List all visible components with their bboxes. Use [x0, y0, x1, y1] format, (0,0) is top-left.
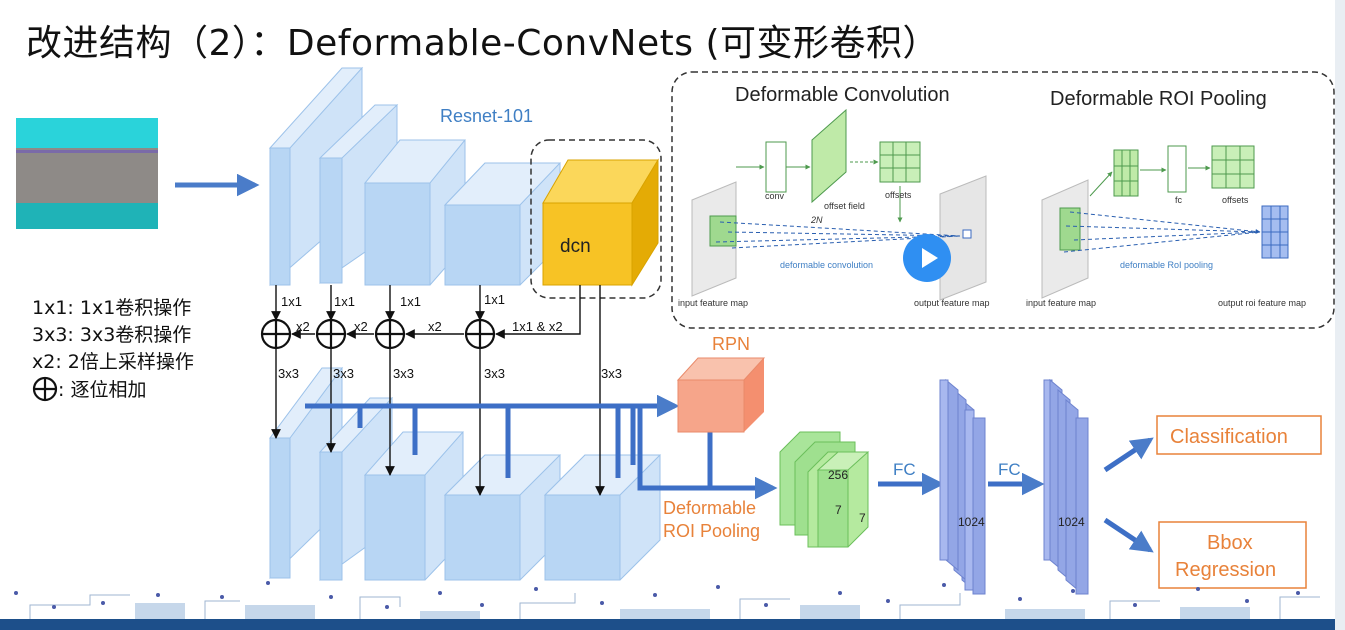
roi-channels: 256	[828, 468, 848, 482]
deformable-roi-pool-figure	[1041, 145, 1289, 299]
lateral-label-2: 1x1	[334, 294, 355, 309]
slide-title: 改进结构（2）：Deformable-ConvNets (可变形卷积）	[26, 23, 939, 64]
roi-pooling-label-1: Deformable	[663, 498, 756, 518]
resnet-label: Resnet-101	[440, 106, 533, 126]
upsample-label-2: x2	[354, 319, 368, 334]
inset-conv-2n: 2N	[810, 215, 823, 225]
window-edge	[1335, 0, 1345, 630]
classification-box	[1156, 415, 1322, 455]
inset-conv-offset-field: offset field	[824, 201, 865, 211]
pyramid-block-p1	[269, 366, 343, 580]
inset-conv-conv: conv	[765, 191, 785, 201]
lateral-label-3: 1x1	[400, 294, 421, 309]
inset-conv-dc-label: deformable convolution	[780, 260, 873, 270]
roi-feature-stack	[779, 431, 870, 548]
feature-bus	[305, 394, 778, 500]
backbone-block-c1	[268, 66, 364, 287]
legend: 1x1: 1x1卷积操作 3x3: 3x3卷积操作 x2: 2倍上采样操作 : …	[32, 295, 194, 404]
backbone-block-c3	[363, 139, 467, 286]
inset-pool-input: input feature map	[1026, 298, 1096, 308]
fc2-dim: 1024	[1058, 515, 1085, 529]
lateral-connections	[271, 285, 581, 339]
dcn-region	[530, 139, 662, 299]
fc2-label: FC	[998, 460, 1021, 479]
cls-arrow	[1103, 437, 1154, 473]
deformable-conv-figure	[691, 108, 987, 301]
rpn-block	[676, 357, 766, 433]
smooth-label-5: 3x3	[601, 366, 622, 381]
dcn-block	[542, 158, 659, 287]
roi-width: 7	[859, 511, 866, 525]
inset-pool-offsets: offsets	[1222, 195, 1249, 205]
lateral-label-4: 1x1	[484, 292, 505, 307]
elementwise-add-nodes	[260, 318, 496, 350]
inset-conv-input: input feature map	[678, 298, 748, 308]
video-play-button[interactable]	[903, 234, 951, 282]
smooth-label-2: 3x3	[333, 366, 354, 381]
inset-pool-drp-label: deformable RoI pooling	[1120, 260, 1213, 270]
inset-pool-output: output roi feature map	[1218, 298, 1306, 308]
legend-row-add: : 逐位相加	[32, 376, 194, 404]
upsample-label-3: x2	[428, 319, 442, 334]
upsample-label-1: x2	[296, 319, 310, 334]
smooth-label-4: 3x3	[484, 366, 505, 381]
roi-height: 7	[835, 503, 842, 517]
pyramid-block-p5	[543, 454, 662, 581]
fc-stack-2	[1043, 378, 1089, 595]
fc1-dim: 1024	[958, 515, 985, 529]
input-image	[16, 118, 158, 229]
decorative-footer	[0, 581, 1345, 630]
add-circle-icon	[32, 376, 58, 402]
bbox-box	[1158, 521, 1307, 589]
inset-pool-title: Deformable ROI Pooling	[1050, 88, 1267, 110]
bbox-label-2: Regression	[1175, 559, 1276, 581]
inset-conv-output: output feature map	[914, 298, 990, 308]
legend-row-3x3: 3x3: 3x3卷积操作	[32, 324, 192, 346]
inset-conv-title: Deformable Convolution	[735, 84, 950, 106]
pyramid-block-p4	[443, 454, 562, 581]
bbox-arrow	[1103, 517, 1154, 553]
inset-conv-offsets: offsets	[885, 190, 912, 200]
roi-pooling-label-2: ROI Pooling	[663, 521, 760, 541]
dcn-lateral-label: 1x1 & x2	[512, 319, 563, 334]
dcn-label: dcn	[560, 236, 591, 257]
bbox-label-1: Bbox	[1207, 532, 1253, 554]
smoothing-connections	[271, 285, 605, 496]
inset-pool-fc: fc	[1175, 195, 1183, 205]
rpn-label: RPN	[712, 334, 750, 354]
smooth-label-1: 3x3	[278, 366, 299, 381]
classification-label: Classification	[1170, 426, 1288, 448]
legend-row-1x1: 1x1: 1x1卷积操作	[32, 297, 192, 319]
fc1-label: FC	[893, 460, 916, 479]
smooth-label-3: 3x3	[393, 366, 414, 381]
lateral-label-1: 1x1	[281, 294, 302, 309]
fc-stack-1	[939, 378, 986, 595]
legend-row-x2: x2: 2倍上采样操作	[32, 351, 194, 373]
